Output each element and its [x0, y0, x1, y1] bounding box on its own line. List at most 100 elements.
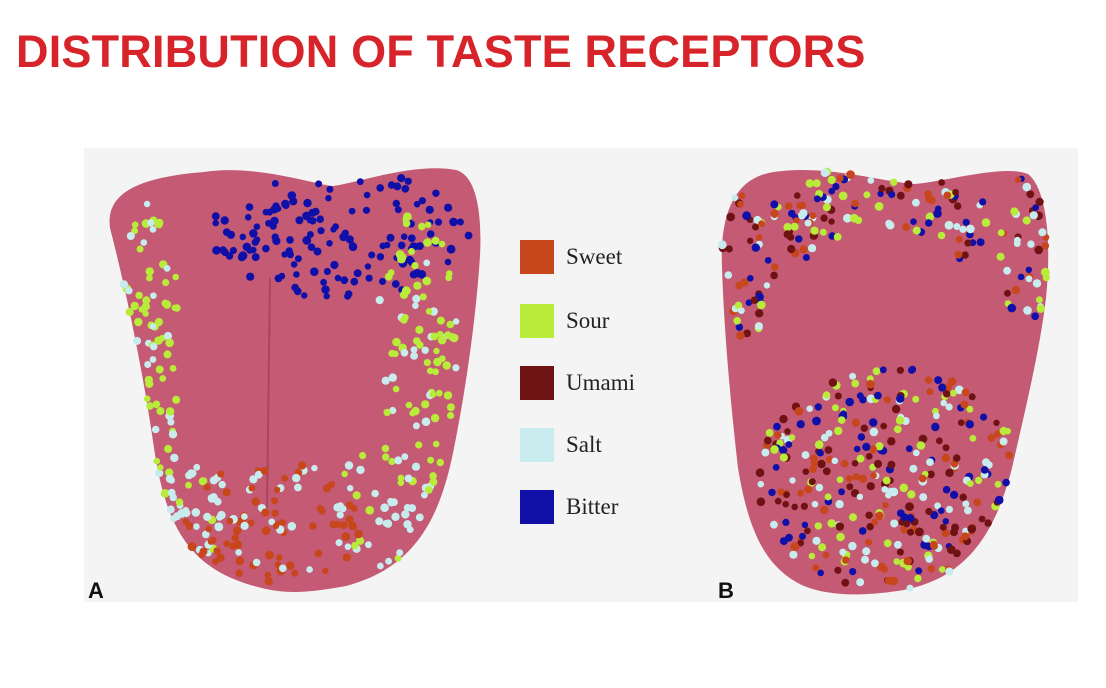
receptor-dot-bitter [245, 203, 254, 211]
receptor-dot-salt [894, 540, 902, 549]
receptor-dot-salt [966, 224, 975, 234]
receptor-dot-salt [811, 500, 819, 508]
receptor-dot-bitter [316, 215, 324, 223]
receptor-dot-umami [750, 296, 759, 304]
receptor-dot-salt [1038, 228, 1047, 237]
receptor-dot-bitter [286, 236, 294, 244]
receptor-dot-bitter [212, 219, 219, 227]
receptor-dot-sour [436, 316, 445, 325]
receptor-dot-umami [984, 519, 992, 527]
receptor-dot-sweet [808, 465, 817, 474]
receptor-dot-sweet [858, 474, 868, 483]
receptor-dot-bitter [295, 216, 304, 225]
receptor-dot-salt [193, 523, 200, 530]
receptor-dot-sour [814, 440, 824, 450]
receptor-dot-sour [430, 332, 439, 341]
receptor-dot-sour [365, 506, 375, 515]
receptor-dot-salt [754, 322, 764, 331]
receptor-dot-bitter [931, 422, 940, 432]
receptor-dot-salt [400, 349, 409, 357]
receptor-dot-sour [423, 238, 432, 247]
receptor-dot-umami [817, 459, 826, 469]
receptor-dot-sour [146, 402, 154, 410]
receptor-dot-bitter [251, 253, 260, 262]
receptor-dot-sweet [223, 540, 231, 547]
receptor-dot-umami [905, 502, 914, 511]
receptor-dot-sweet [842, 556, 850, 564]
receptor-dot-umami [938, 179, 945, 186]
receptor-dot-bitter [764, 257, 772, 264]
receptor-dot-bitter [799, 532, 806, 540]
receptor-dot-bitter [400, 233, 408, 240]
receptor-dot-salt [218, 480, 226, 489]
receptor-dot-sour [425, 221, 432, 228]
receptor-dot-salt [380, 503, 389, 512]
receptor-dot-salt [217, 510, 226, 520]
receptor-dot-salt [235, 549, 242, 556]
receptor-dot-sweet [846, 170, 855, 179]
receptor-dot-bitter [334, 274, 342, 282]
receptor-dot-sour [966, 405, 974, 413]
receptor-dot-sour [863, 191, 871, 199]
receptor-dot-bitter [849, 568, 857, 576]
receptor-dot-sweet [274, 561, 282, 568]
receptor-dot-sweet [960, 400, 969, 409]
receptor-dot-sweet [216, 553, 225, 562]
receptor-dot-sour [856, 454, 865, 463]
receptor-dot-umami [743, 329, 751, 338]
receptor-dot-umami [822, 467, 831, 476]
receptor-dot-umami [850, 489, 860, 498]
receptor-dot-salt [382, 519, 390, 527]
receptor-dot-sour [400, 316, 408, 324]
receptor-dot-salt [815, 483, 824, 492]
receptor-dot-salt [391, 512, 400, 521]
receptor-dot-umami [794, 192, 801, 199]
receptor-dot-sweet [900, 526, 908, 534]
receptor-dot-sweet [755, 234, 763, 241]
receptor-dot-sour [836, 476, 844, 483]
receptor-dot-salt [385, 557, 392, 565]
receptor-dot-bitter [828, 187, 835, 195]
legend-swatch-sweet [520, 240, 554, 274]
receptor-dot-bitter [368, 251, 376, 259]
receptor-dot-bitter [751, 243, 760, 252]
receptor-dot-umami [953, 549, 961, 558]
receptor-dot-sweet [851, 418, 860, 427]
receptor-dot-sour [125, 308, 134, 317]
receptor-dot-bitter [879, 366, 887, 374]
receptor-dot-salt [738, 307, 745, 314]
receptor-dot-sour [824, 493, 832, 501]
receptor-dot-sour [387, 269, 395, 276]
receptor-dot-sweet [209, 536, 217, 544]
receptor-dot-bitter [376, 253, 385, 261]
receptor-dot-sweet [248, 484, 256, 492]
receptor-dot-sweet [736, 331, 745, 340]
receptor-dot-bitter [303, 198, 312, 208]
receptor-dot-sour [161, 299, 170, 308]
receptor-dot-sweet [794, 407, 804, 416]
receptor-dot-bitter [735, 323, 744, 331]
receptor-dot-bitter [363, 191, 371, 199]
receptor-dot-sweet [809, 212, 817, 219]
receptor-dot-sweet [961, 532, 970, 541]
legend-item-salt: Salt [520, 428, 680, 464]
receptor-dot-bitter [446, 244, 456, 254]
receptor-dot-sweet [929, 540, 938, 549]
receptor-dot-sour [914, 574, 922, 583]
receptor-dot-sweet [973, 498, 982, 507]
receptor-dot-salt [254, 470, 263, 479]
receptor-dot-bitter [862, 442, 871, 451]
receptor-dot-bitter [449, 217, 458, 227]
receptor-dot-sweet [941, 453, 951, 463]
receptor-dot-salt [336, 511, 344, 519]
receptor-dot-sour [131, 227, 139, 235]
receptor-dot-sweet [1041, 242, 1050, 250]
receptor-dot-bitter [290, 261, 298, 268]
receptor-dot-bitter [239, 233, 247, 241]
receptor-dot-sour [436, 458, 444, 467]
receptor-dot-sweet [902, 223, 910, 231]
receptor-dot-sour [429, 472, 437, 480]
receptor-dot-sour [912, 226, 921, 235]
receptor-dot-sour [433, 347, 440, 355]
receptor-dot-sweet [865, 538, 873, 546]
